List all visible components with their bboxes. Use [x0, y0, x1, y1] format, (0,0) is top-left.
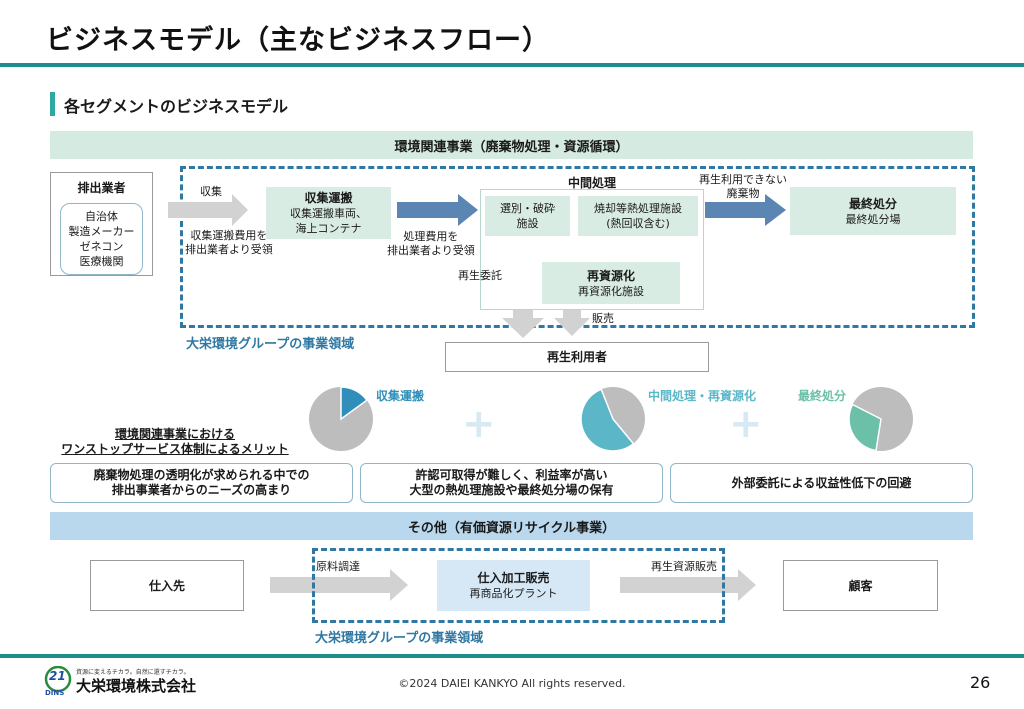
final-disposal-title: 最終処分 [848, 196, 897, 211]
unrecyclable-label: 再生利用できない 廃棄物 [699, 173, 787, 200]
page-title: ビジネスモデル（主なビジネスフロー） [46, 25, 550, 56]
emitter-item: 医療機関 [79, 255, 124, 268]
sorting-facility-box: 選別・破砕 施設 [485, 196, 570, 236]
other-business-band: その他（有価資源リサイクル事業） [50, 512, 973, 540]
pie-collection-slice [340, 386, 368, 421]
collection-title: 収集運搬 [304, 191, 353, 205]
logo-mark-icon [44, 666, 72, 693]
arrow-to-intermediate-icon [397, 194, 478, 226]
arrow-to-final-icon [705, 194, 786, 226]
emitters-list: 自治体 製造メーカー ゼネコン 医療機関 [60, 203, 143, 275]
group-scope-label: 大栄環境グループの事業領域 [186, 337, 355, 352]
group-scope-frame-other [312, 548, 725, 623]
section-subheading: 各セグメントのビジネスモデル [64, 97, 289, 116]
merit-text: 外部委託による収益性低下の回避 [731, 475, 912, 490]
pie-collection [309, 386, 373, 451]
collection-box: 収集運搬 収集運搬車両、 海上コンテナ [266, 187, 391, 239]
processing-sales-title: 仕入加工販売 [477, 571, 550, 585]
processing-sales-desc: 再商品化プラント [469, 587, 558, 600]
plus-icon: + [462, 401, 496, 447]
merit-text: 許認可取得が難しく、利益率が高い 大型の熱処理施設や最終処分場の保有 [409, 468, 614, 497]
page-number: 26 [970, 673, 991, 692]
pie-collection-label: 収集運搬 [376, 389, 425, 403]
merit-text: 廃棄物処理の透明化が求められる中での 排出事業者からのニーズの高まり [93, 468, 310, 497]
collect-label: 収集 [200, 185, 222, 198]
pie-final-slice [848, 403, 882, 452]
logo-mark-sub: DINS [45, 689, 65, 697]
merits-heading: 環境関連事業における ワンストップサービス体制によるメリット [61, 427, 289, 456]
sale-label: 販売 [592, 312, 614, 325]
emitters-box: 排出業者 自治体 製造メーカー ゼネコン 医療機関 [50, 172, 153, 276]
incineration-facility-label: 焼却等熱処理施設 (熱回収含む) [594, 202, 682, 230]
final-disposal-box: 最終処分 最終処分場 [790, 187, 956, 235]
logo-company-name: 大栄環境株式会社 [76, 677, 197, 695]
recycler-box: 再生利用者 [445, 342, 709, 372]
arrow-collect-icon [168, 194, 248, 226]
customer-box: 顧客 [783, 560, 938, 611]
pie-final [848, 387, 913, 452]
sorting-facility-label: 選別・破砕 施設 [500, 202, 555, 230]
customer-label: 顧客 [848, 578, 873, 593]
arrow-sale-icon [554, 306, 590, 336]
final-disposal-desc: 最終処分場 [845, 212, 901, 226]
merit-card: 廃棄物処理の透明化が求められる中での 排出事業者からのニーズの高まり [50, 463, 353, 503]
resource-sale-label: 再生資源販売 [651, 560, 717, 573]
raw-material-label: 原料調達 [316, 560, 360, 573]
pie-intermediate-slice [580, 388, 635, 452]
collection-desc: 収集運搬車両、 海上コンテナ [290, 207, 367, 235]
incineration-facility-box: 焼却等熱処理施設 (熱回収含む) [578, 196, 698, 236]
recycler-label: 再生利用者 [546, 350, 607, 364]
supplier-label: 仕入先 [148, 578, 185, 593]
plus-icon: + [729, 401, 763, 447]
emitter-item: 自治体 [85, 210, 118, 223]
merit-card: 外部委託による収益性低下の回避 [670, 463, 973, 503]
title-divider [0, 63, 1024, 67]
logo-tagline: 資源に変えるチカラ。自然に還すチカラ。 [76, 669, 190, 676]
footer-divider [0, 654, 1024, 658]
env-business-band: 環境関連事業（廃棄物処理・資源循環） [50, 131, 973, 159]
recycle-title: 再資源化 [586, 268, 635, 283]
logo-mark-number: 21 [49, 669, 66, 683]
copyright: ©2024 DAIEI KANKYO All rights reserved. [398, 677, 626, 690]
recycle-desc: 再資源化施設 [578, 284, 644, 298]
recycle-box: 再資源化 再資源化施設 [542, 262, 680, 304]
processing-sales-box: 仕入加工販売 再商品化プラント [437, 560, 590, 611]
subheading-marker [50, 92, 55, 116]
company-logo: 21 DINS 資源に変えるチカラ。自然に還すチカラ。 大栄環境株式会社 [44, 664, 244, 698]
processing-fee-label: 処理費用を 排出業者より受領 [387, 230, 475, 257]
recycle-consign-label: 再生委託 [458, 269, 502, 282]
collect-fee-label: 収集運搬費用を 排出業者より受領 [185, 229, 273, 256]
emitter-item: ゼネコン [79, 240, 124, 253]
merit-card: 許認可取得が難しく、利益率が高い 大型の熱処理施設や最終処分場の保有 [360, 463, 663, 503]
group-scope-label-other: 大栄環境グループの事業領域 [315, 631, 484, 646]
pie-intermediate-label: 中間処理・再資源化 [648, 389, 757, 403]
arrow-raw-material-icon [270, 569, 408, 601]
pie-final-label: 最終処分 [798, 389, 847, 403]
emitters-title: 排出業者 [77, 181, 126, 195]
pie-intermediate [580, 387, 645, 452]
intermediate-title: 中間処理 [567, 176, 616, 190]
emitter-item: 製造メーカー [68, 225, 135, 238]
supplier-box: 仕入先 [90, 560, 244, 611]
